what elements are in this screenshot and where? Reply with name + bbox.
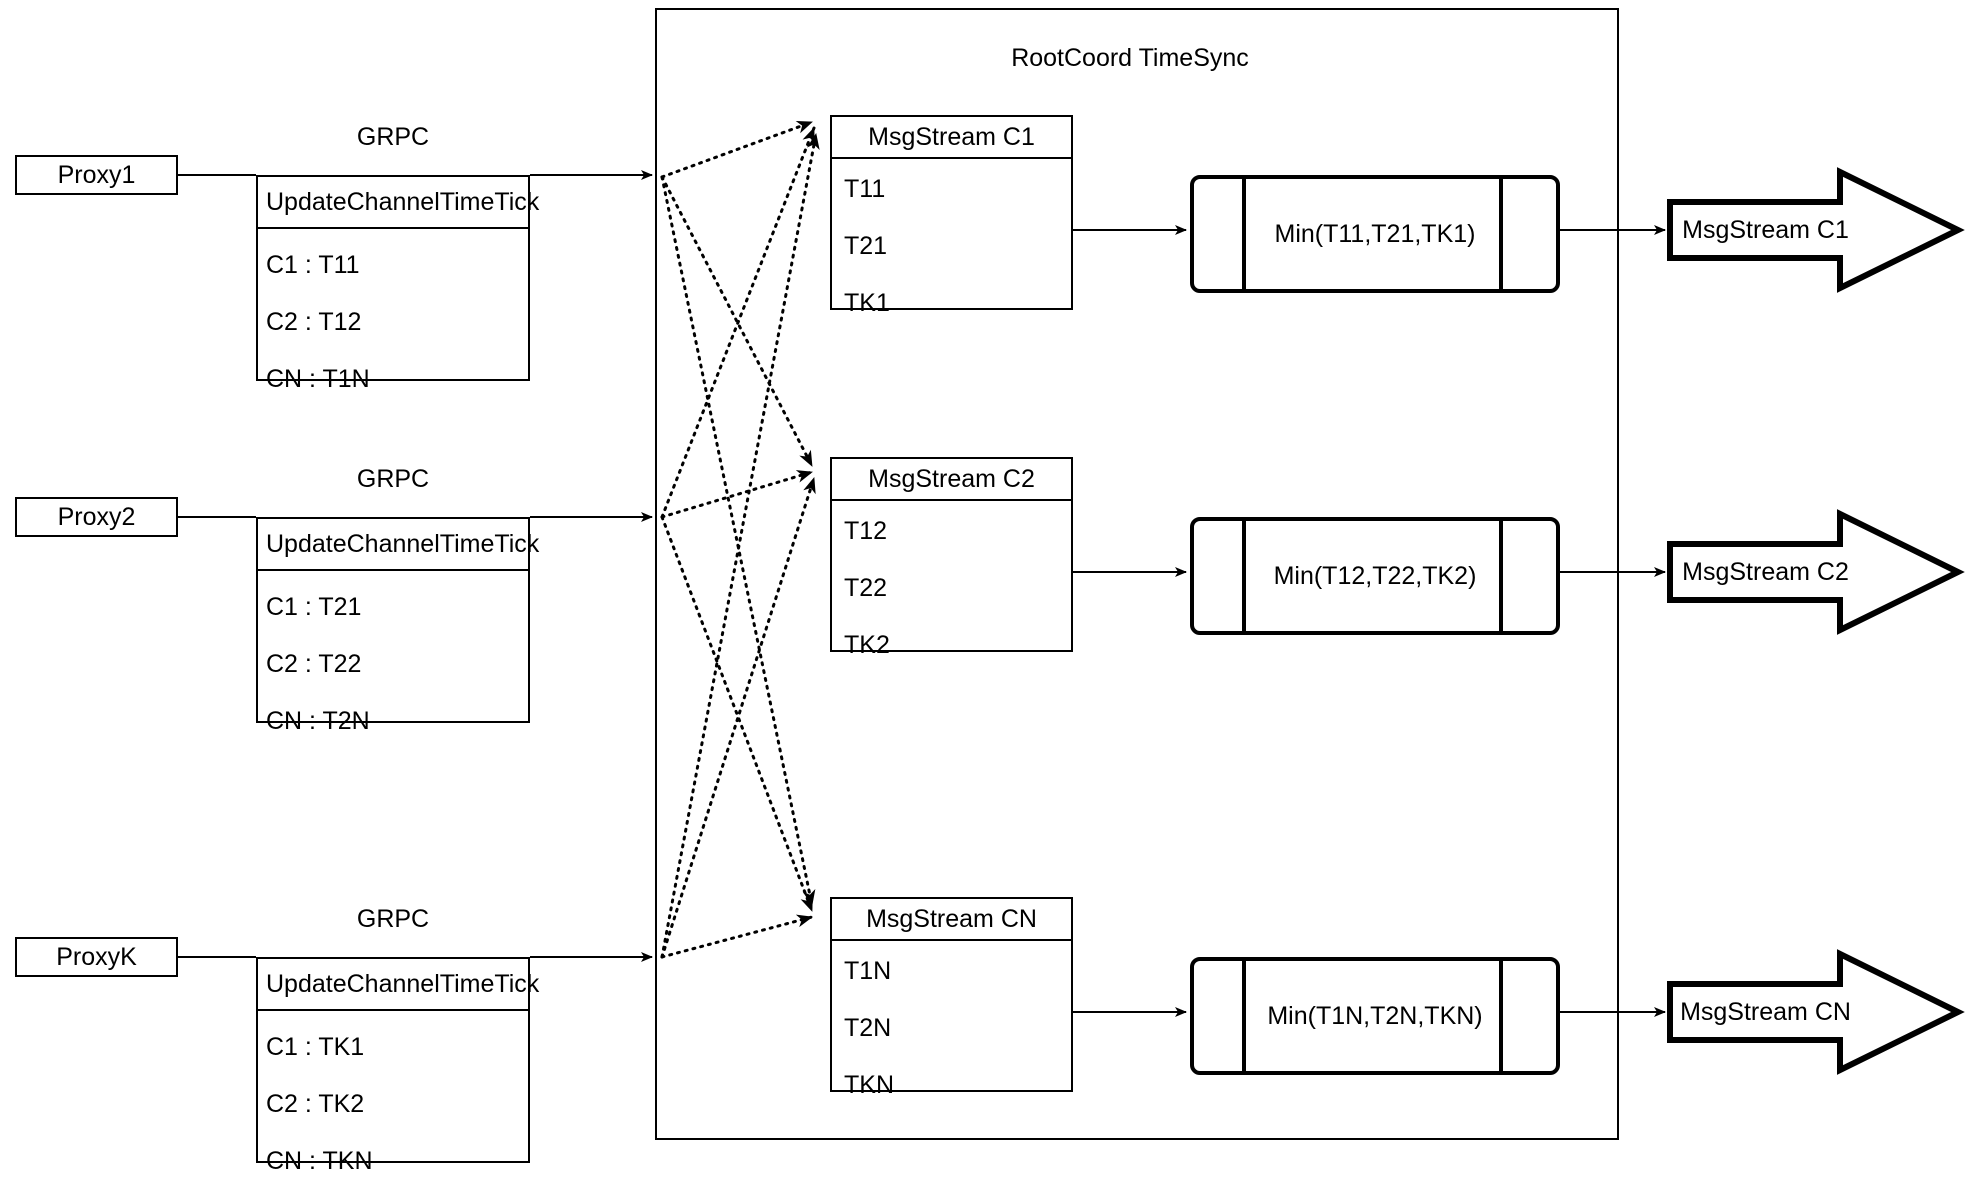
min-process-box-2[interactable]: Min(T12,T22,TK2) [1190,517,1560,635]
min-process-box-1[interactable]: Min(T11,T21,TK1) [1190,175,1560,293]
msgstream-box-1[interactable]: MsgStream C1 T11 T21 TK1 [830,115,1073,316]
proxy-box-1[interactable]: Proxy1 [15,155,178,195]
output-msgstream-label-1: MsgStream C1 [1682,215,1849,244]
msgstream-box-2[interactable]: MsgStream C2 T12 T22 TK2 [830,457,1073,658]
proc-divider-left [1242,179,1246,289]
rootcoord-timesync-container [655,8,1619,1140]
proxy-box-2[interactable]: Proxy2 [15,497,178,537]
msgstream-title-2: MsgStream C2 [832,459,1071,501]
request-entry: C2 : TK2 [266,1090,365,1118]
msgstream-title-3: MsgStream CN [832,899,1071,941]
proc-divider-left [1242,521,1246,631]
update-channel-timetick-box-3[interactable]: UpdateChannelTimeTick C1 : TK1 C2 : TK2 … [256,957,539,1174]
proc-divider-right [1499,961,1503,1071]
msgstream-entry: T22 [844,574,888,602]
min-process-box-3[interactable]: Min(T1N,T2N,TKN) [1190,957,1560,1075]
request-entry: CN : TKN [266,1147,373,1175]
min-process-label-3: Min(T1N,T2N,TKN) [1267,1001,1483,1030]
msgstream-entry: T11 [844,175,886,203]
request-entry: C2 : T22 [266,650,362,678]
proc-divider-right [1499,179,1503,289]
request-entry: C1 : TK1 [266,1033,365,1061]
output-msgstream-label-3: MsgStream CN [1680,997,1851,1026]
request-header-3: UpdateChannelTimeTick [258,959,539,1011]
request-entry: CN : T1N [266,365,370,393]
container-title: RootCoord TimeSync [1011,44,1249,72]
request-entry: C2 : T12 [266,308,362,336]
request-entry: C1 : T11 [266,251,360,279]
msgstream-box-3[interactable]: MsgStream CN T1N T2N TKN [830,897,1073,1098]
grpc-label-1: GRPC [356,123,430,151]
request-entry: C1 : T21 [266,593,362,621]
min-process-label-2: Min(T12,T22,TK2) [1273,561,1477,590]
msgstream-entry: TK2 [844,631,890,659]
msgstream-entry: T2N [844,1014,892,1042]
msgstream-entry: T12 [844,517,888,545]
grpc-label-3: GRPC [356,905,430,933]
proc-divider-right [1499,521,1503,631]
min-process-label-1: Min(T11,T21,TK1) [1274,219,1476,248]
proc-divider-left [1242,961,1246,1071]
msgstream-entry: T1N [844,957,892,985]
update-channel-timetick-box-2[interactable]: UpdateChannelTimeTick C1 : T21 C2 : T22 … [256,517,539,734]
msgstream-entry: TK1 [844,289,890,317]
request-header-1: UpdateChannelTimeTick [258,177,539,229]
update-channel-timetick-box-1[interactable]: UpdateChannelTimeTick C1 : T11 C2 : T12 … [256,175,539,392]
request-entry: CN : T2N [266,707,370,735]
request-header-2: UpdateChannelTimeTick [258,519,539,571]
proxy-box-3[interactable]: ProxyK [15,937,178,977]
output-msgstream-label-2: MsgStream C2 [1682,557,1849,586]
msgstream-entry: T21 [844,232,888,260]
msgstream-title-1: MsgStream C1 [832,117,1071,159]
grpc-label-2: GRPC [356,465,430,493]
msgstream-entry: TKN [844,1071,894,1099]
